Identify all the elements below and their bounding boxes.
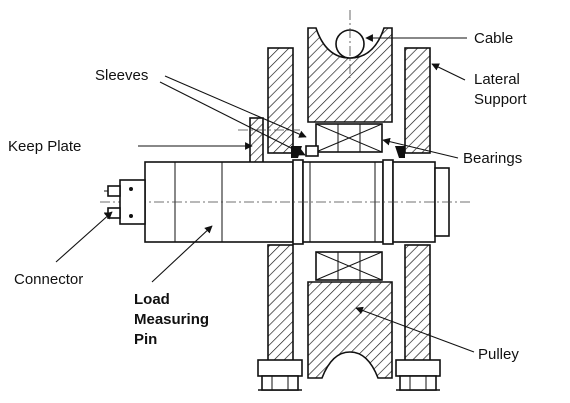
leader-connector bbox=[55, 211, 113, 263]
label-load-line1: Load bbox=[134, 291, 170, 308]
leader-lateral-support bbox=[431, 63, 466, 81]
lower-fasteners bbox=[261, 375, 437, 391]
label-lateral-line1: Lateral bbox=[474, 71, 520, 88]
leader-lines bbox=[55, 34, 475, 353]
label-connector: Connector bbox=[14, 271, 83, 288]
leader-bearings bbox=[382, 137, 459, 159]
label-sleeves: Sleeves bbox=[95, 67, 148, 84]
label-bearings: Bearings bbox=[463, 150, 522, 167]
connector bbox=[104, 179, 146, 225]
label-load-line3: Pin bbox=[134, 331, 157, 348]
leader-pulley bbox=[355, 306, 475, 353]
right-lateral-support bbox=[395, 47, 441, 391]
cable-section bbox=[335, 10, 365, 78]
pulley-lower bbox=[307, 281, 393, 379]
label-load-line2: Measuring bbox=[134, 311, 209, 328]
bearing-lower bbox=[315, 251, 383, 281]
label-keep-plate: Keep Plate bbox=[8, 138, 81, 155]
load-measuring-pin bbox=[100, 159, 470, 245]
label-pulley: Pulley bbox=[478, 346, 519, 363]
leader-sleeves-2 bbox=[164, 75, 307, 138]
leader-sleeves-1 bbox=[159, 81, 306, 156]
bearing-upper bbox=[315, 123, 383, 153]
label-lateral-line2: Support bbox=[474, 91, 527, 108]
leader-load-pin bbox=[151, 225, 213, 283]
label-cable: Cable bbox=[474, 30, 513, 47]
